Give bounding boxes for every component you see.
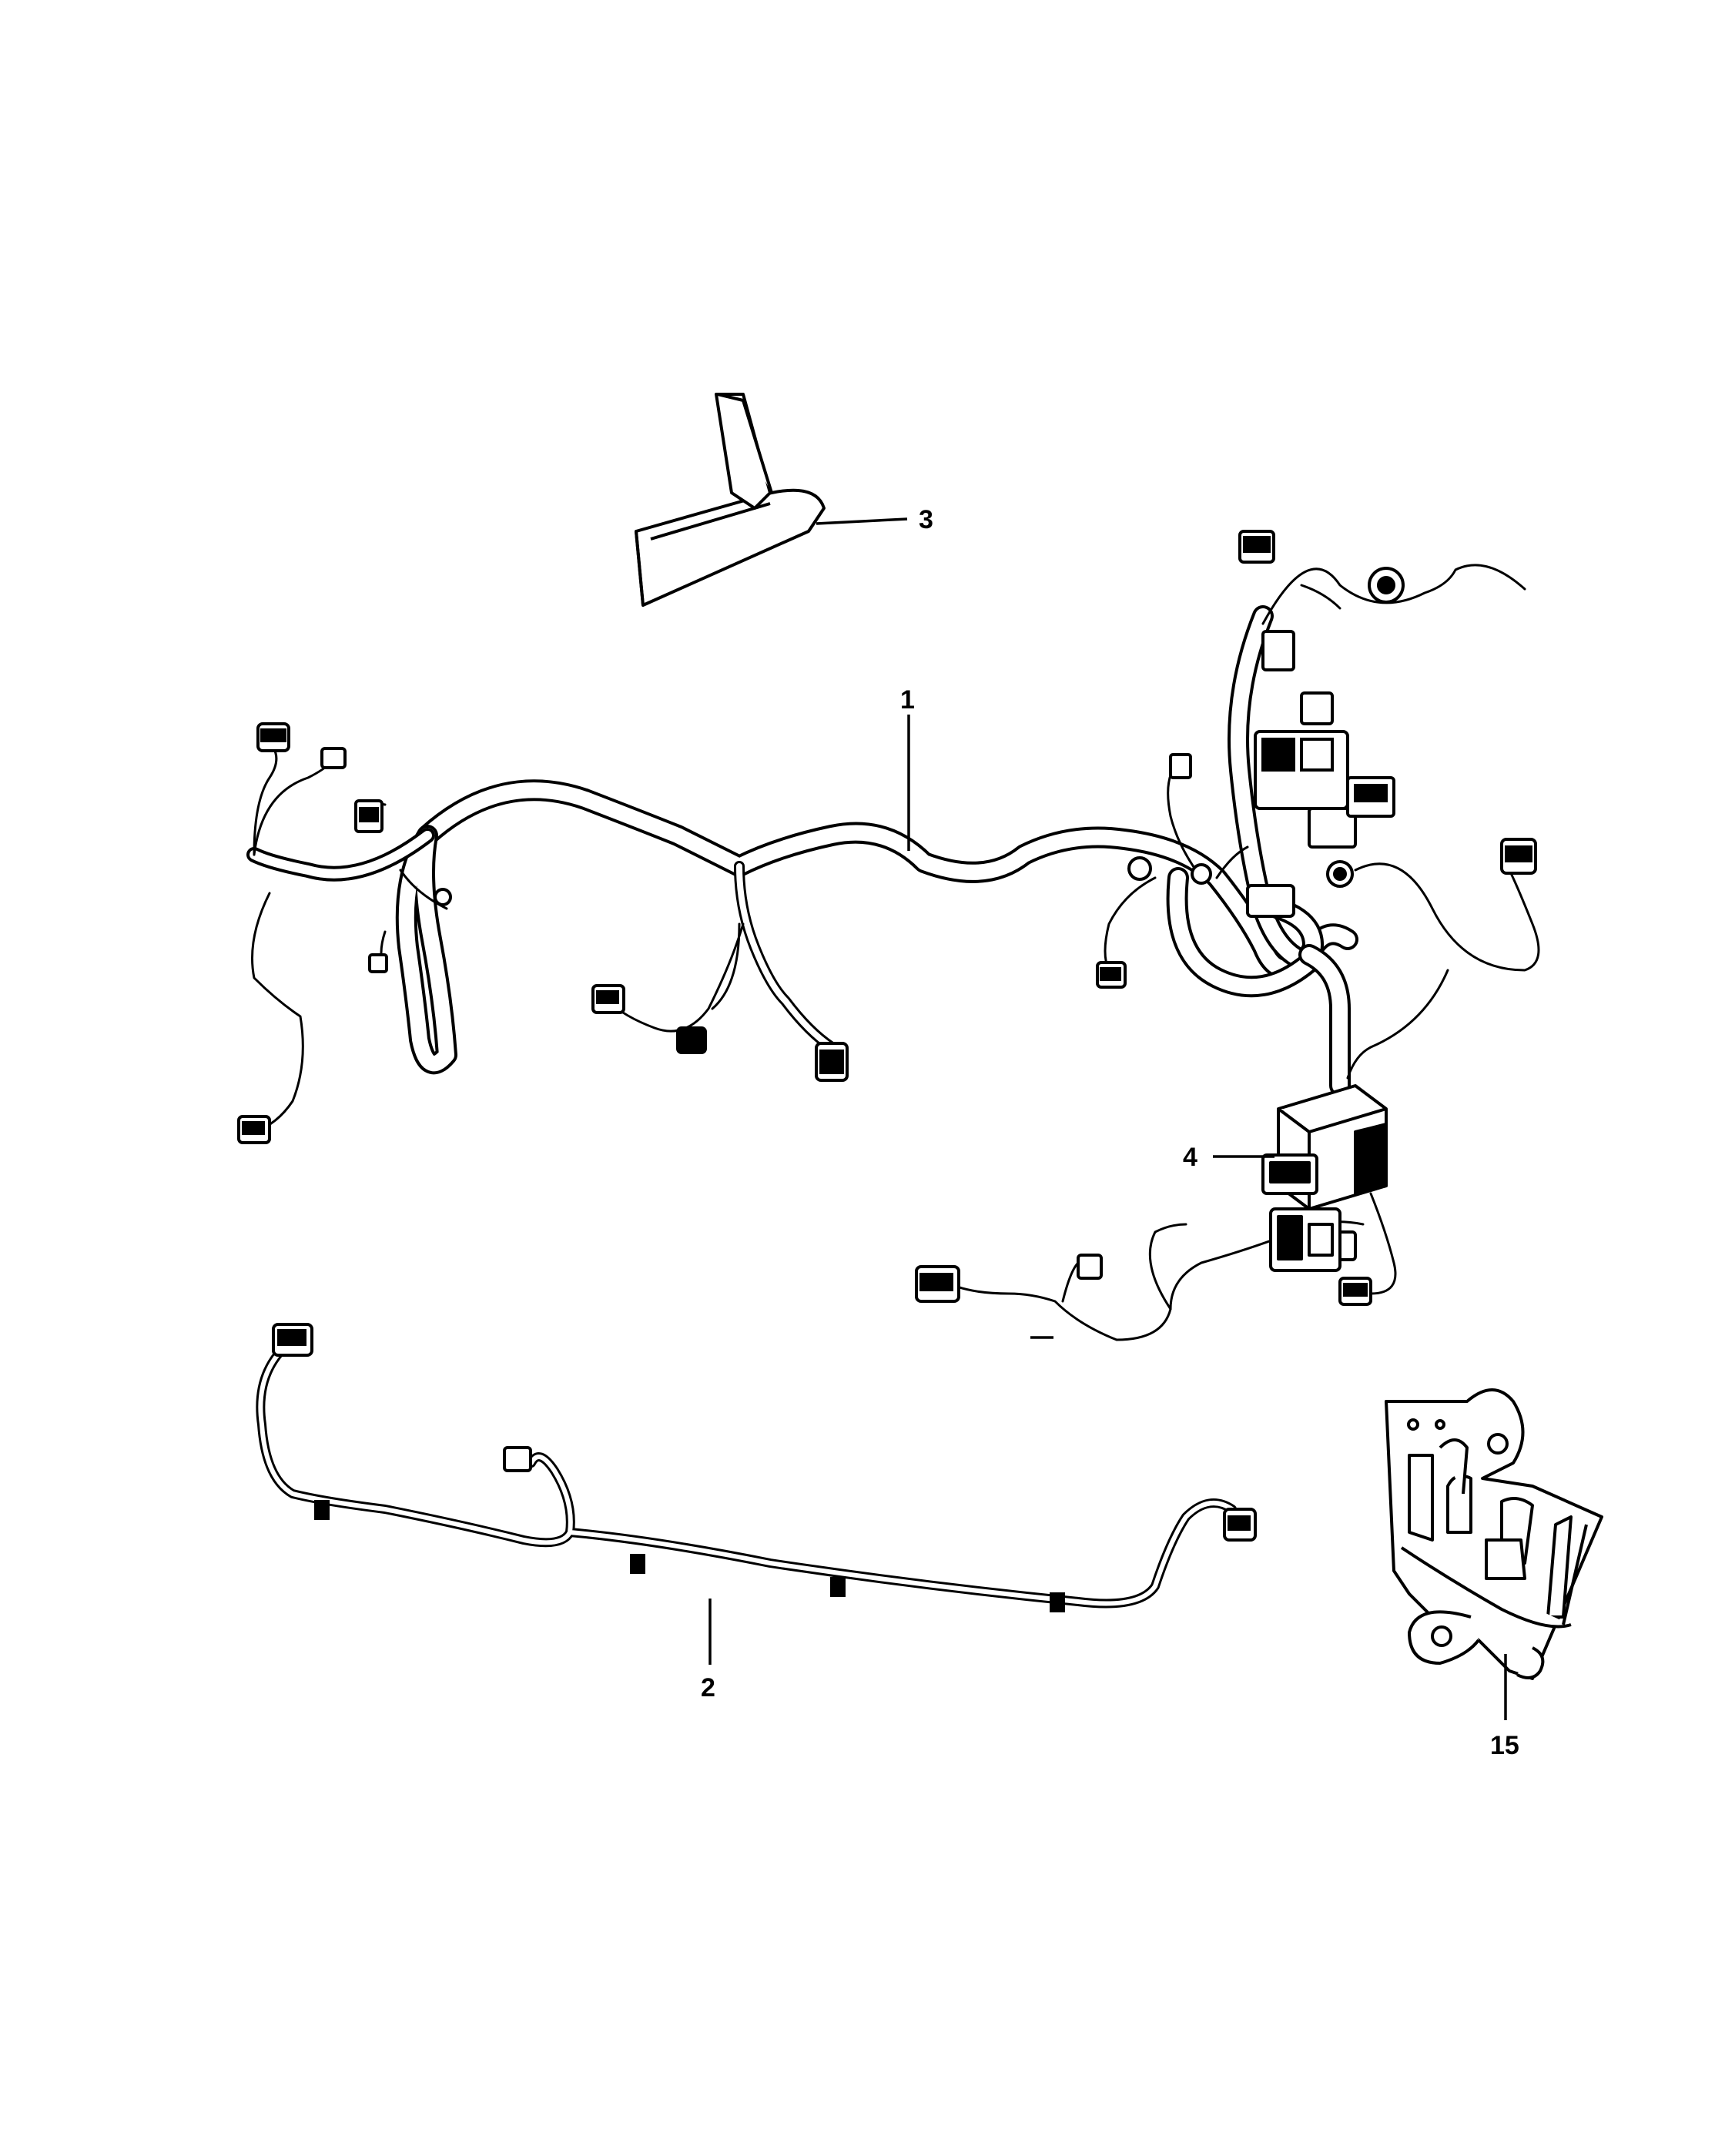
- leader-lines: [708, 517, 1507, 1720]
- callout-3: 3: [919, 505, 933, 534]
- harness-shield-icon: [635, 393, 826, 607]
- bumper-wiring-harness-icon: [256, 1335, 1252, 1609]
- fuse-relay-box-icon: [1261, 1084, 1388, 1272]
- bumper-connector-icons: [272, 1323, 1257, 1612]
- main-wiring-harness-icon: [246, 564, 1540, 1341]
- callout-2: 2: [701, 1673, 715, 1702]
- connector-icons: [237, 530, 1537, 1306]
- callout-4: 4: [1183, 1143, 1197, 1172]
- callout-labels: 3 1 4 2 15: [701, 505, 1519, 1760]
- callout-15: 15: [1490, 1731, 1519, 1760]
- callout-1: 1: [900, 685, 915, 715]
- mounting-bracket-icon: [1385, 1388, 1603, 1680]
